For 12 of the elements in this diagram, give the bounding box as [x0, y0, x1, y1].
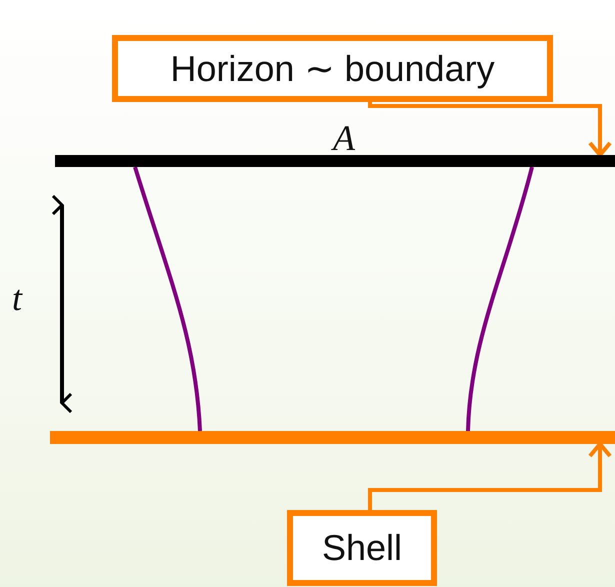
math-label: A [333, 120, 355, 156]
callout-box [112, 35, 553, 102]
math-label: t [12, 280, 22, 316]
horizontal-bar [55, 155, 615, 167]
leader-arrow [368, 442, 612, 510]
callout-text: Horizon ∼ boundary [170, 48, 495, 90]
curve-line [133, 166, 202, 432]
callout-text: Shell [322, 527, 402, 569]
callout-box [287, 510, 437, 586]
leader-arrow [368, 102, 612, 157]
horizontal-bar [50, 431, 615, 444]
curve-line [466, 166, 534, 432]
